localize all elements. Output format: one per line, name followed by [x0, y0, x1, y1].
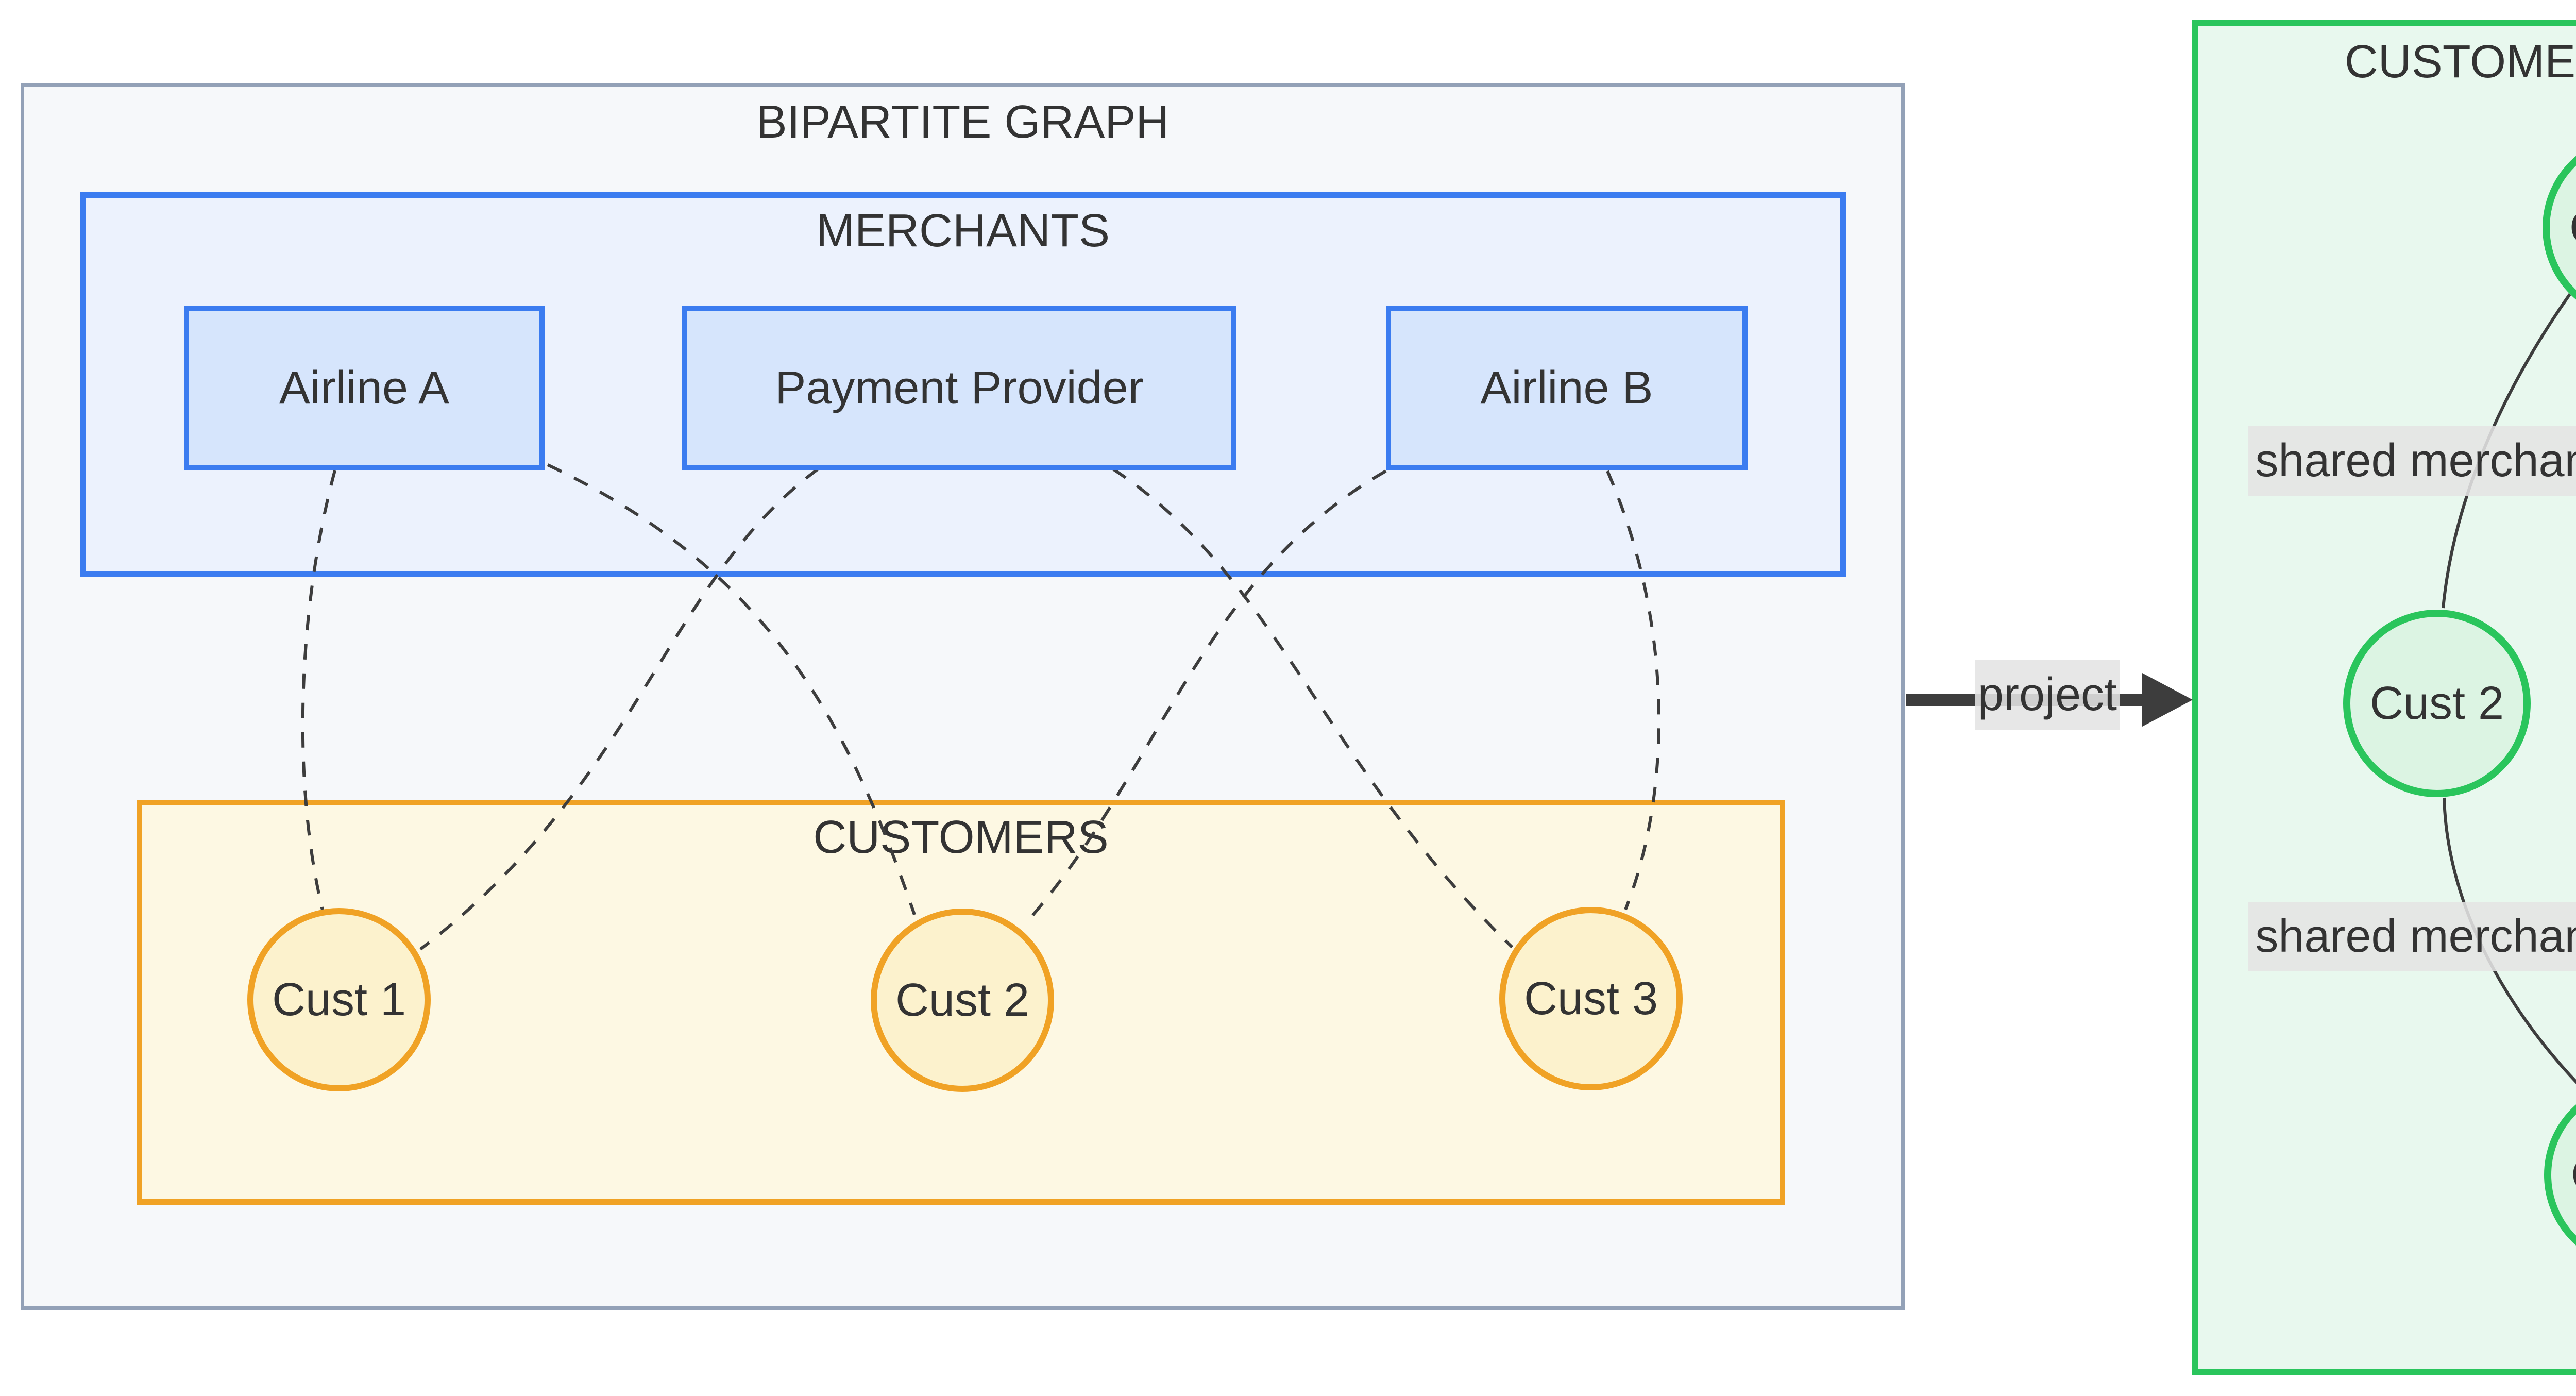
- node-payment-provider: Payment Provider: [682, 306, 1236, 470]
- projection-node-cust3-label: Cust 3: [2571, 1149, 2576, 1202]
- shared-merchants-label-1: shared merchants: [2248, 426, 2576, 496]
- node-payment-provider-label: Payment Provider: [775, 362, 1144, 414]
- shared-merchants-label-1-text: shared merchants: [2255, 435, 2576, 486]
- node-airline-b-label: Airline B: [1480, 362, 1653, 414]
- merchants-group-title: MERCHANTS: [816, 205, 1110, 257]
- shared-merchants-label-3-text: shared merchants: [2255, 911, 2576, 962]
- customers-group-title: CUSTOMERS: [813, 812, 1109, 863]
- node-cust2: Cust 2: [871, 909, 1054, 1092]
- bipartite-graph-title: BIPARTITE GRAPH: [756, 96, 1170, 148]
- project-arrow-label-text: project: [1977, 669, 2117, 720]
- node-airline-b: Airline B: [1386, 306, 1748, 470]
- shared-merchants-label-3: shared merchants: [2248, 902, 2576, 971]
- node-airline-a-label: Airline A: [279, 362, 450, 414]
- projection-node-cust2: Cust 2: [2343, 610, 2531, 797]
- node-cust1-label: Cust 1: [272, 973, 406, 1025]
- projection-node-cust2-label: Cust 2: [2369, 677, 2504, 729]
- node-cust2-label: Cust 2: [895, 974, 1030, 1026]
- project-arrowhead-icon: [2142, 673, 2193, 727]
- node-cust1: Cust 1: [247, 908, 431, 1091]
- project-arrow-label: project: [1975, 660, 2120, 730]
- customer-projection-title: CUSTOMER PROJECTION: [2344, 36, 2576, 88]
- node-airline-a: Airline A: [184, 306, 545, 470]
- node-cust3: Cust 3: [1499, 907, 1683, 1090]
- projection-node-cust1-label: Cust 1: [2569, 201, 2576, 255]
- node-cust3-label: Cust 3: [1523, 972, 1658, 1024]
